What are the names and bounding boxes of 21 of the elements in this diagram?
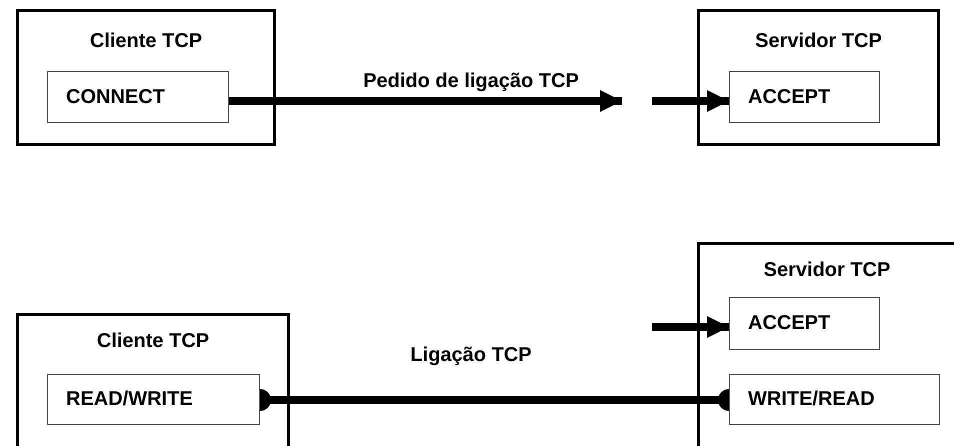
process-box (729, 374, 940, 425)
arrow (652, 90, 729, 112)
process-box (47, 71, 229, 123)
group-box (697, 9, 940, 146)
process-box (729, 71, 880, 123)
group-heading: Cliente TCP (88, 30, 204, 53)
box-label: ACCEPT (748, 86, 830, 108)
group-heading: Servidor TCP (762, 259, 892, 282)
box-label: ACCEPT (748, 312, 830, 335)
group-box (697, 242, 954, 446)
box-label: WRITE/READ (748, 388, 875, 411)
group-box (16, 313, 290, 446)
process-box (729, 297, 880, 350)
group-heading: Servidor TCP (754, 30, 883, 53)
group-box (16, 9, 276, 146)
arrow (652, 316, 729, 338)
box-label: READ/WRITE (66, 388, 193, 411)
group-heading: Cliente TCP (96, 330, 210, 353)
process-box (47, 374, 260, 425)
arrow (229, 90, 622, 112)
box-label: CONNECT (66, 86, 165, 108)
